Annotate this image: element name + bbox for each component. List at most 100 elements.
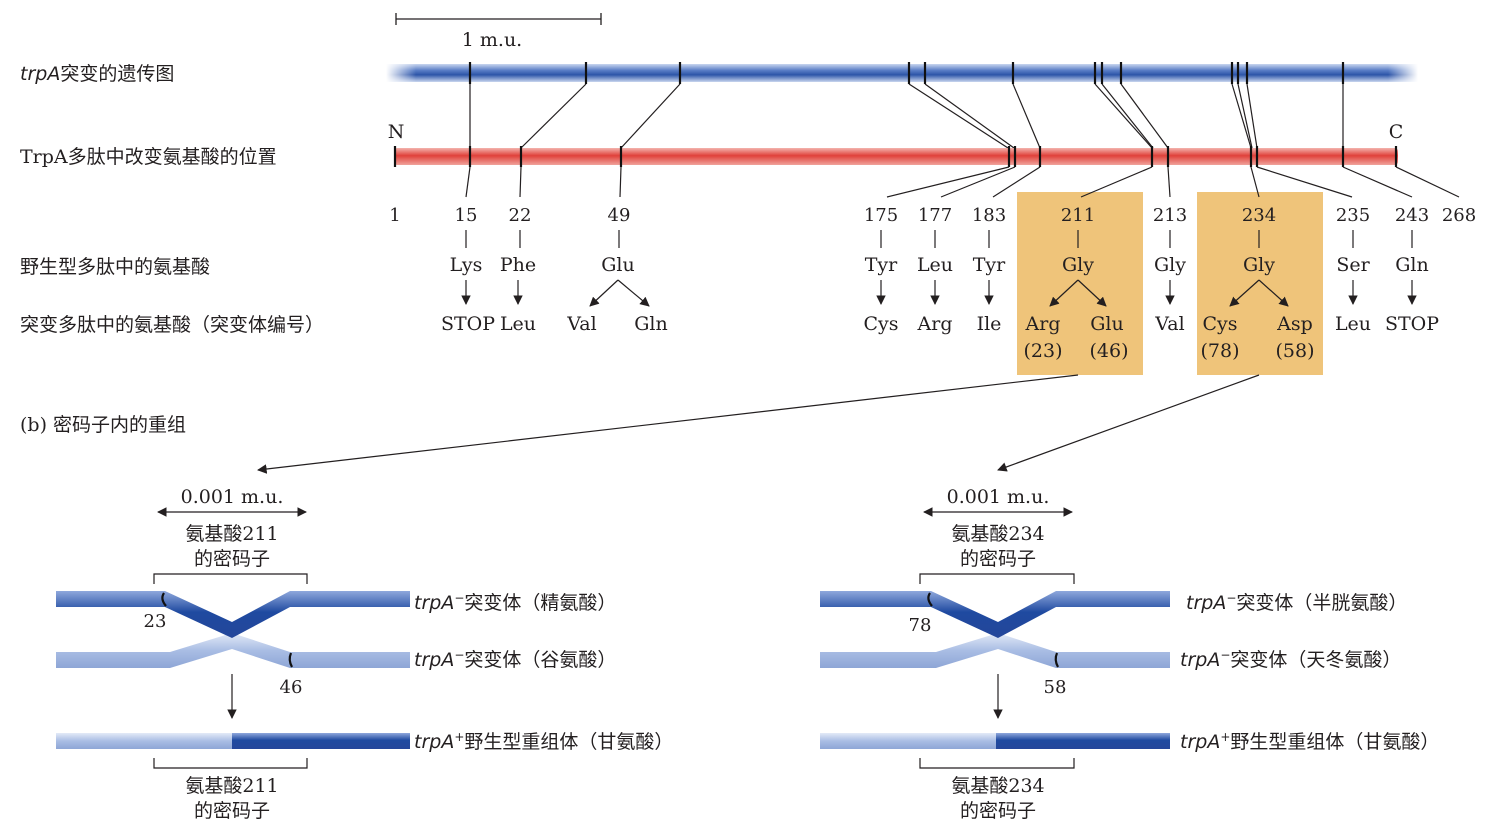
right-codon-line1: 氨基酸234 [951,523,1044,545]
wt-235: Ser [1336,254,1370,276]
pos-268: 268 [1442,205,1476,226]
right-recombinant-label: trpA+野生型重组体（甘氨酸） [1180,730,1439,753]
mut-49-a: Val [566,313,596,335]
wt-211: Gly [1062,254,1094,276]
left-codon-bracket-bottom [153,758,308,769]
wt-175: Tyr [865,254,898,276]
left-codon-line1: 氨基酸211 [185,523,278,545]
wt-213: Gly [1154,254,1186,276]
mut-243: STOP [1385,313,1439,335]
zoom-arrows [257,374,1260,474]
left-mutation-mark-46 [288,652,293,668]
left-recombinant-label: trpA+野生型重组体（甘氨酸） [414,730,673,753]
right-codon-line2: 的密码子 [960,548,1036,570]
mut-15: STOP [441,313,495,335]
mut-211-a-number: (23) [1023,340,1062,362]
mut-211-a: Arg [1025,313,1061,335]
pos-183: 183 [972,205,1006,226]
right-mark-58: 58 [1044,677,1067,698]
mut-234-a: Cys [1202,313,1237,335]
left-strand1-label: trpA−突变体（精氨酸） [414,591,616,614]
wt-177: Leu [917,254,953,276]
recombination-left: 0.001 m.u. 氨基酸211 的密码子 23 46 trpA−突变体（精氨… [56,486,673,822]
right-recombinant-light [820,733,996,749]
mut-183: Ile [977,313,1002,335]
left-strand-dark [56,591,410,638]
right-strand-dark [820,591,1170,638]
map-connectors [469,83,1344,149]
wt-243: Gln [1395,254,1429,276]
mutant-row-label: 突变多肽中的氨基酸（突变体编号） [20,314,324,336]
c-terminus: C [1389,121,1404,143]
mut-234-a-number: (78) [1200,340,1239,362]
mut-49-b: Gln [634,313,668,335]
left-codon2-line1: 氨基酸211 [185,775,278,797]
aa-ticks [465,230,1413,248]
scale-bar-1mu: 1 m.u. [395,13,602,51]
right-strand-light [820,633,1170,668]
left-codon-line2: 的密码子 [194,548,270,570]
right-codon2-line1: 氨基酸234 [951,775,1044,797]
right-strand2-label: trpA−突变体（天冬氨酸） [1180,648,1401,671]
highlight-box-234 [1197,192,1323,375]
n-terminus: N [388,121,405,143]
wt-183: Tyr [973,254,1006,276]
right-codon-bracket-bottom [919,758,1075,769]
left-codon2-line2: 的密码子 [194,800,270,822]
right-mutation-mark-58 [1054,652,1059,668]
mut-211-b-number: (46) [1089,340,1128,362]
mut-175: Cys [863,313,898,335]
mut-234-b: Asp [1276,313,1313,335]
mut-235: Leu [1335,313,1371,335]
mut-213: Val [1154,313,1184,335]
mut-211-b: Glu [1090,313,1124,335]
wildtype-amino-acids: Lys Phe Glu Tyr Leu Tyr Gly Gly Gly Ser … [450,254,1429,276]
left-mark-23: 23 [144,611,167,632]
mut-177: Arg [917,313,953,335]
left-strand-light [56,633,410,668]
wildtype-row-label: 野生型多肽中的氨基酸 [20,256,210,278]
pos-177: 177 [918,205,952,226]
highlight-box-211 [1017,192,1143,375]
mutant-amino-acids: STOP Leu Val Gln Cys Arg Ile Arg (23) Gl… [441,313,1439,362]
right-codon-bracket-top [919,573,1075,584]
pos-211: 211 [1061,205,1095,226]
mut-234-b-number: (58) [1275,340,1314,362]
mutation-arrows [461,279,1417,307]
left-scale-label: 0.001 m.u. [181,486,284,508]
pos-234: 234 [1242,205,1276,226]
left-mark-46: 46 [280,677,303,698]
right-mark-78: 78 [909,615,932,636]
pos-22: 22 [509,205,532,226]
recombination-right: 0.001 m.u. 氨基酸234 的密码子 78 58 trpA−突变体（半胱… [820,486,1439,822]
left-codon-bracket-top [153,573,308,584]
wt-234: Gly [1243,254,1275,276]
right-strand1-label: trpA−突变体（半胱氨酸） [1186,591,1407,614]
scale-label: 1 m.u. [462,29,522,51]
right-recombinant-dark [996,733,1170,749]
pos-15: 15 [455,205,478,226]
pos-175: 175 [864,205,898,226]
right-codon2-line2: 的密码子 [960,800,1036,822]
left-recombinant-dark [232,733,410,749]
mut-22: Leu [500,313,536,335]
pos-213: 213 [1153,205,1187,226]
position-connectors [465,166,1460,198]
wt-22: Phe [500,254,536,276]
pos-243: 243 [1395,205,1429,226]
wt-15: Lys [450,254,483,276]
genetic-map-label: trpA突变的遗传图 [20,63,174,85]
right-scale-label: 0.001 m.u. [947,486,1050,508]
pos-235: 235 [1336,205,1370,226]
pos-49: 49 [608,205,631,226]
left-strand2-label: trpA−突变体（谷氨酸） [414,648,616,671]
right-mutation-mark-78 [927,592,933,607]
position-numbers: 1 15 22 49 175 177 183 211 213 234 235 2… [389,205,1476,226]
polypeptide-bar [393,146,1398,167]
left-recombinant-light [56,733,232,749]
left-mutation-mark-23 [161,592,167,607]
polypeptide-label: TrpA多肽中改变氨基酸的位置 [20,146,277,168]
section-b-label: (b) 密码子内的重组 [20,414,186,436]
pos-1: 1 [389,205,400,226]
